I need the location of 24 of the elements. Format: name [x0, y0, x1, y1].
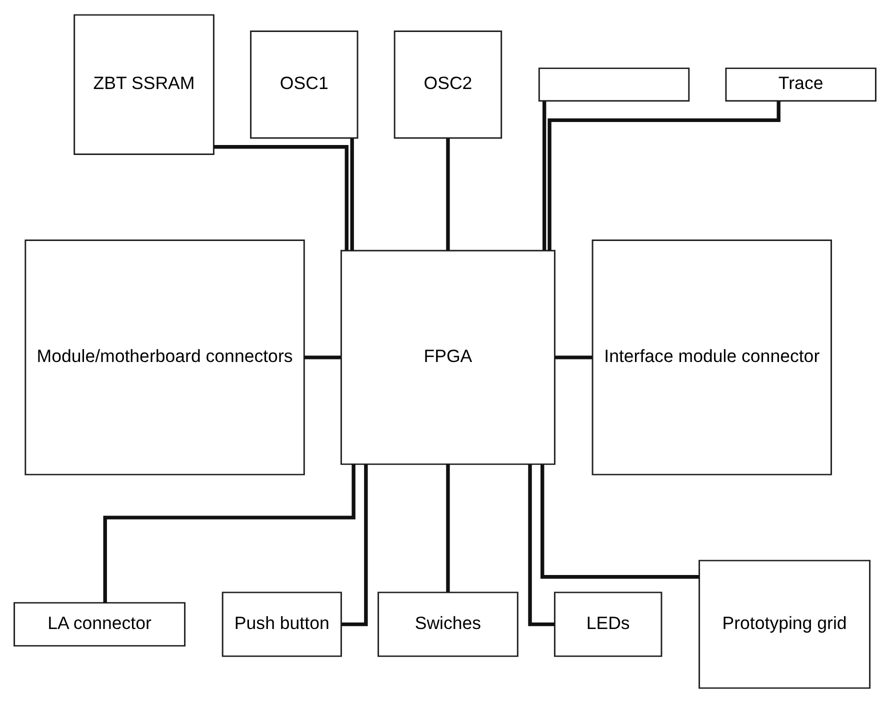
connector [446, 464, 450, 592]
node-box: Interface module connector [592, 239, 832, 475]
connector [540, 464, 700, 578]
node-box: OSC2 [394, 30, 502, 138]
connector [554, 355, 592, 359]
node-box: FPGA [340, 249, 556, 464]
connector [342, 464, 368, 626]
node-box: OSC1 [250, 30, 358, 138]
connector [214, 144, 348, 250]
connector [542, 100, 546, 250]
node-box: ZBT SSRAM [74, 14, 214, 155]
node-box: LEDs [554, 591, 662, 656]
connector [103, 464, 356, 602]
node-box: Push button [222, 591, 342, 656]
connector [446, 138, 450, 250]
node-box: Trace [725, 67, 876, 102]
connector [350, 138, 354, 250]
node-box: Module/motherboard connectors [24, 239, 305, 475]
node-box: LA connector [14, 602, 186, 646]
connector [528, 464, 555, 626]
node-box [538, 67, 690, 102]
node-box: Swiches [378, 591, 518, 656]
connector [304, 355, 341, 359]
node-box: Prototyping grid [698, 559, 871, 688]
